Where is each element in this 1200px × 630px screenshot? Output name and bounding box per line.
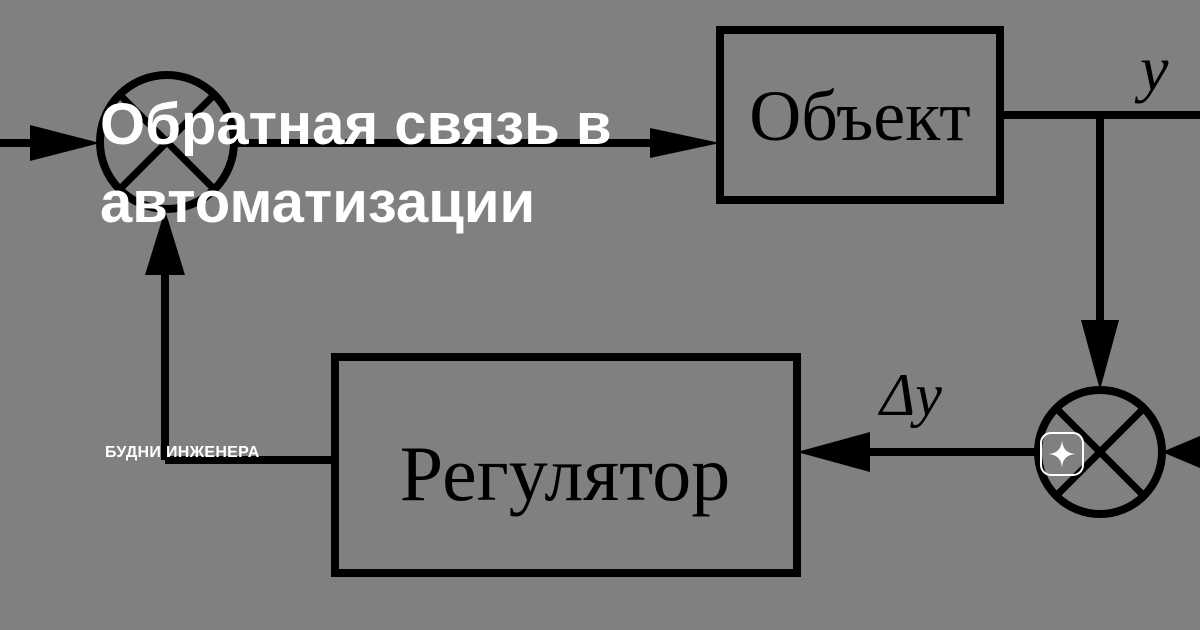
article-title[interactable]: Обратная связь в автоматизации	[100, 86, 612, 242]
regulator-label: Регулятор	[400, 430, 730, 517]
object-label: Объект	[749, 76, 971, 156]
sparkle-star-icon	[1048, 440, 1076, 468]
dzen-logo	[1040, 432, 1084, 476]
title-line-1: Обратная связь в	[100, 92, 612, 157]
title-line-2: автоматизации	[100, 170, 536, 235]
error-label: Δy	[878, 362, 942, 428]
output-label: y	[1134, 33, 1169, 104]
channel-name[interactable]: БУДНИ ИНЖЕНЕРА	[105, 444, 260, 461]
regulator-block	[331, 353, 801, 577]
